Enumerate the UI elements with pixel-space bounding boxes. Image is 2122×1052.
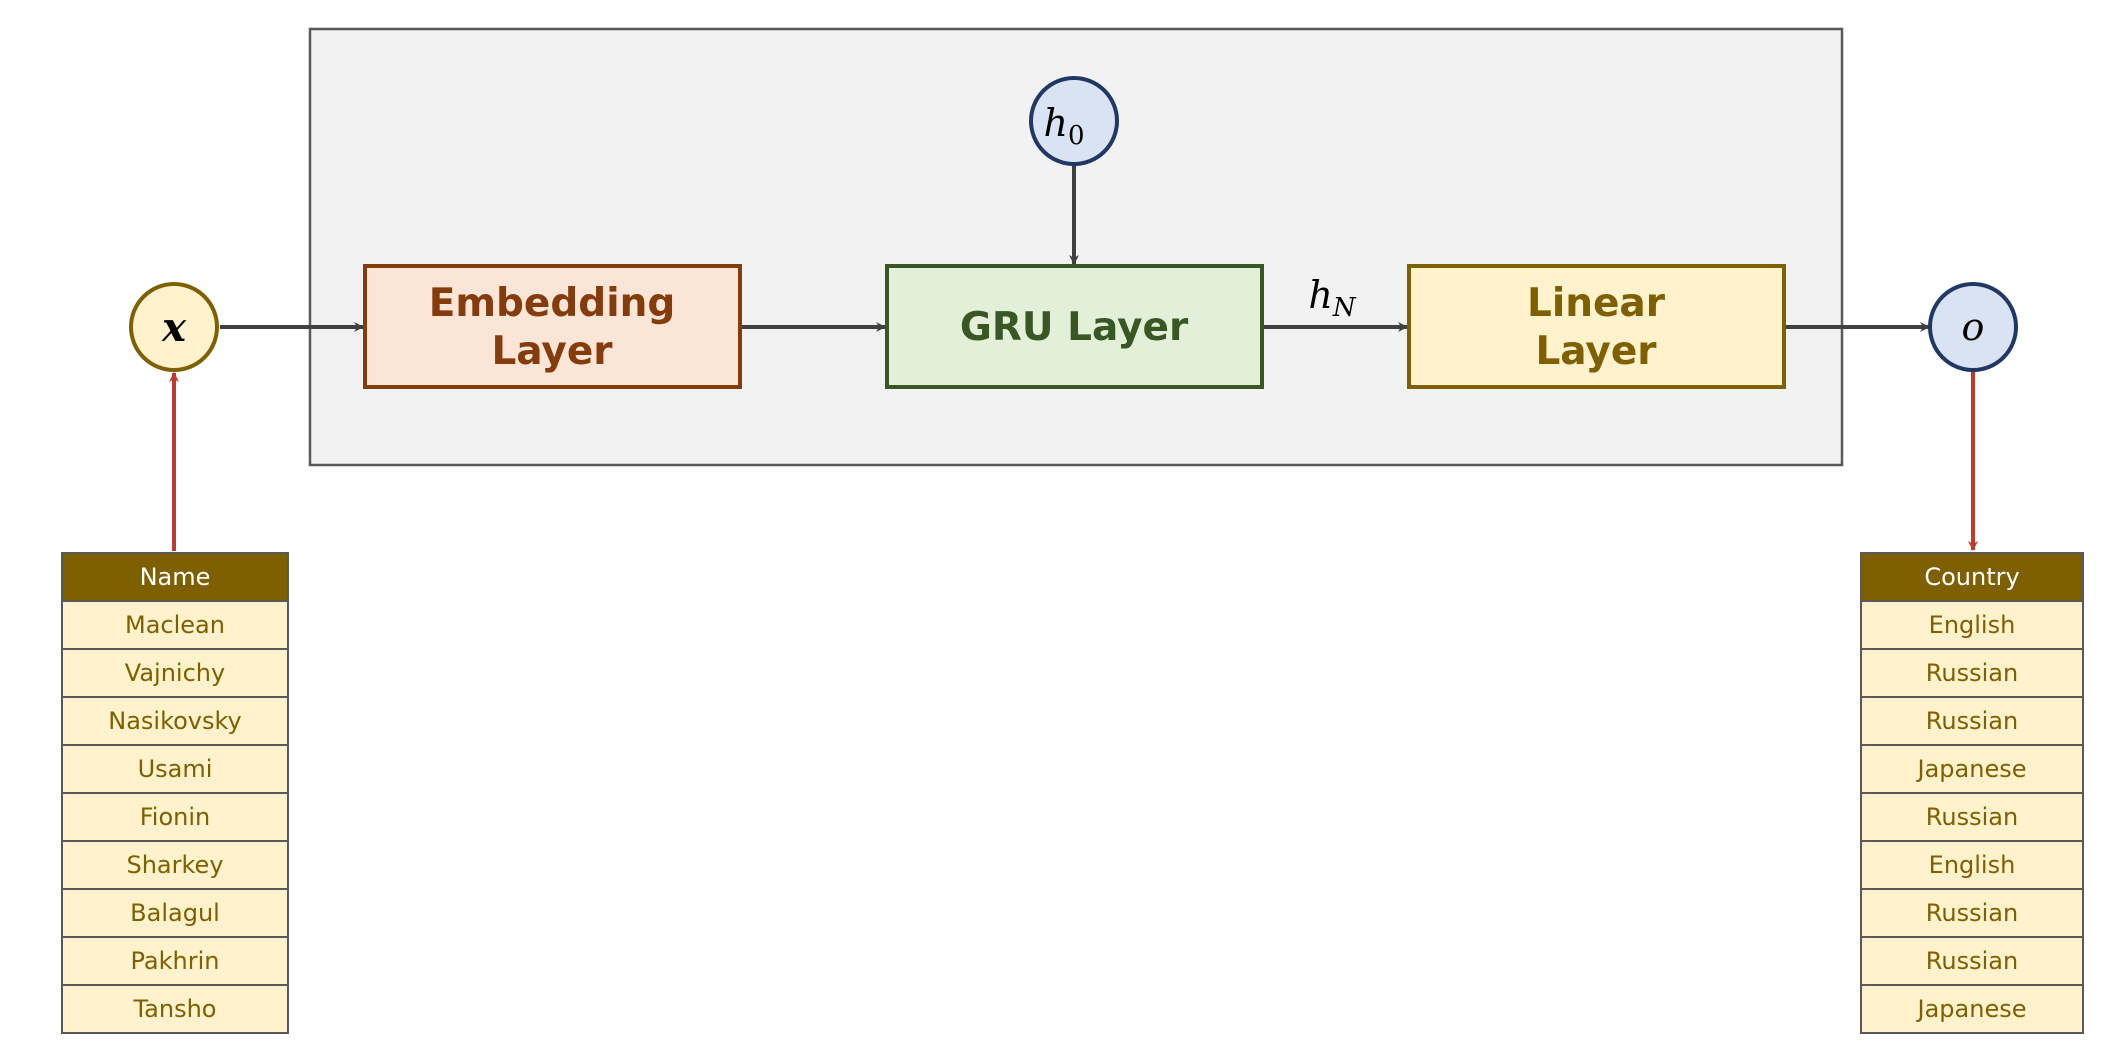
h0-node	[1029, 76, 1119, 166]
names-table-cell: Maclean	[125, 611, 225, 639]
linear-layer-label-line1: Linear	[1527, 281, 1666, 326]
country-table-row	[1860, 888, 2084, 938]
country-table: CountryEnglishRussianRussianJapaneseRuss…	[1860, 552, 2084, 1034]
country-table-row	[1860, 936, 2084, 986]
country-table-row	[1860, 984, 2084, 1034]
country-table-cell: Russian	[1926, 803, 2018, 831]
names-table-row	[61, 936, 289, 986]
names-table-row	[61, 648, 289, 698]
country-table-cell: Russian	[1926, 707, 2018, 735]
input-x-label: x	[161, 304, 187, 351]
country-table-cell: Russian	[1926, 659, 2018, 687]
names-table-row	[61, 984, 289, 1034]
linear-layer-label-line2: Layer	[1535, 329, 1657, 374]
country-table-cell: English	[1929, 611, 2016, 639]
country-table-cell: English	[1929, 851, 2016, 879]
output-o-label: o	[1962, 305, 1985, 349]
country-table-cell: Japanese	[1916, 755, 2027, 783]
names-table-cell: Pakhrin	[131, 947, 220, 975]
country-table-header-cell	[1860, 552, 2084, 602]
names-table: NameMacleanVajnichyNasikovskyUsamiFionin…	[61, 552, 289, 1034]
h0-label: h0	[1043, 101, 1084, 151]
embedding-layer-box	[363, 264, 742, 389]
names-table-row	[61, 792, 289, 842]
names-table-header-cell	[61, 552, 289, 602]
country-table-row	[1860, 840, 2084, 890]
output-o-node	[1928, 282, 2018, 372]
names-table-row	[61, 696, 289, 746]
linear-layer-box	[1407, 264, 1786, 389]
country-table-row	[1860, 600, 2084, 650]
names-table-header: Name	[140, 563, 211, 591]
gru-layer-box	[885, 264, 1264, 389]
names-table-cell: Sharkey	[126, 851, 223, 879]
embedding-layer-label-line1: Embedding	[429, 281, 676, 326]
hN-label: hN	[1308, 273, 1356, 323]
names-table-cell: Usami	[138, 755, 213, 783]
names-table-row	[61, 888, 289, 938]
embedding-layer-label-line2: Layer	[491, 329, 613, 374]
names-table-cell: Balagul	[130, 899, 220, 927]
names-table-cell: Nasikovsky	[108, 707, 242, 735]
country-table-row	[1860, 648, 2084, 698]
names-table-row	[61, 744, 289, 794]
country-table-row	[1860, 792, 2084, 842]
gru-layer-label: GRU Layer	[960, 305, 1189, 350]
names-table-cell: Tansho	[132, 995, 216, 1023]
names-table-cell: Vajnichy	[125, 659, 225, 687]
country-table-cell: Japanese	[1916, 995, 2027, 1023]
input-x-node	[129, 282, 219, 372]
names-table-cell: Fionin	[140, 803, 211, 831]
country-table-cell: Russian	[1926, 947, 2018, 975]
country-table-cell: Russian	[1926, 899, 2018, 927]
names-table-row	[61, 840, 289, 890]
names-table-row	[61, 600, 289, 650]
country-table-header: Country	[1924, 563, 2019, 591]
